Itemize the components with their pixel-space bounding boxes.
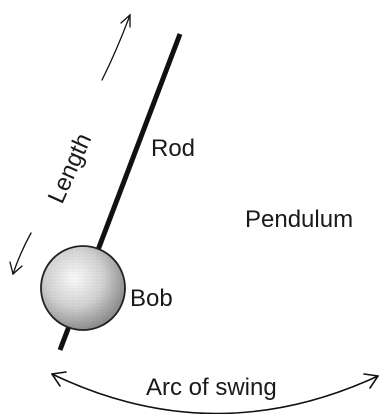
rod-label: Rod bbox=[151, 135, 195, 162]
bob-label: Bob bbox=[130, 285, 173, 312]
arc-of-swing-arrow bbox=[51, 371, 379, 414]
length-label: Length bbox=[43, 129, 98, 207]
pendulum-label: Pendulum bbox=[245, 206, 353, 233]
pendulum-bob bbox=[40, 245, 126, 331]
length-arrow-up bbox=[101, 13, 131, 81]
length-arrow-down bbox=[9, 232, 32, 276]
arc-of-swing-label: Arc of swing bbox=[146, 374, 277, 401]
